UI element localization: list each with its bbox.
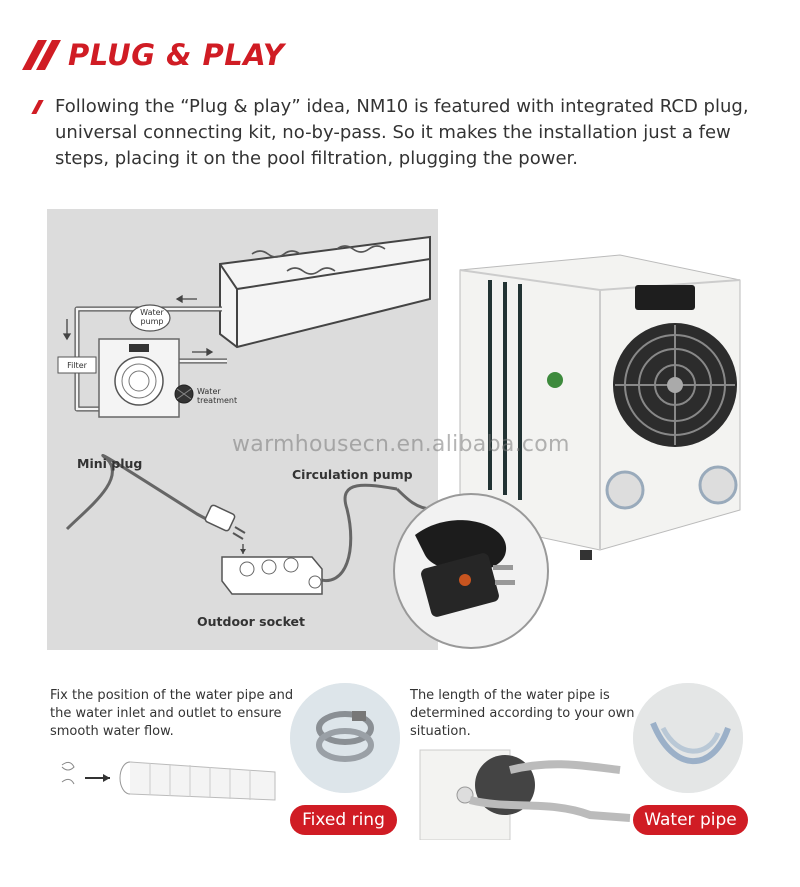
pipe-sketch-image [61, 761, 276, 801]
water-pump-label: Water pump [140, 308, 164, 326]
fixed-ring-badge: Fixed ring [290, 805, 397, 835]
fixed-ring-caption: Fix the position of the water pipe and t… [50, 688, 294, 739]
fixed-ring-image [290, 683, 400, 793]
rcd-plug-image [393, 493, 549, 649]
water-pipe-image [633, 683, 743, 793]
outdoor-socket-label: Outdoor socket [197, 614, 306, 629]
bullet-slash-icon [31, 100, 44, 114]
page-title: PLUG & PLAY [68, 38, 285, 72]
intro-text: Following the “Plug & play” idea, NM10 i… [55, 96, 749, 169]
water-pipe-caption: The length of the water pipe is determin… [410, 688, 635, 739]
water-pipe-badge: Water pipe [633, 805, 748, 835]
section-header: PLUG & PLAY [22, 38, 285, 72]
water-treatment-label: Water treatment [197, 387, 238, 405]
filter-label: Filter [67, 361, 87, 370]
installation-diagram: Water pump Filter Water treatment Mini p… [47, 209, 438, 650]
pipe-connection-image [419, 749, 631, 840]
heat-pump-product-image [450, 250, 750, 570]
diagram-drawing [57, 235, 433, 595]
watermark: warmhousecn.en.alibaba.com [232, 432, 570, 457]
circulation-pump-label: Circulation pump [292, 467, 413, 482]
mini-plug-label: Mini plug [77, 456, 143, 471]
